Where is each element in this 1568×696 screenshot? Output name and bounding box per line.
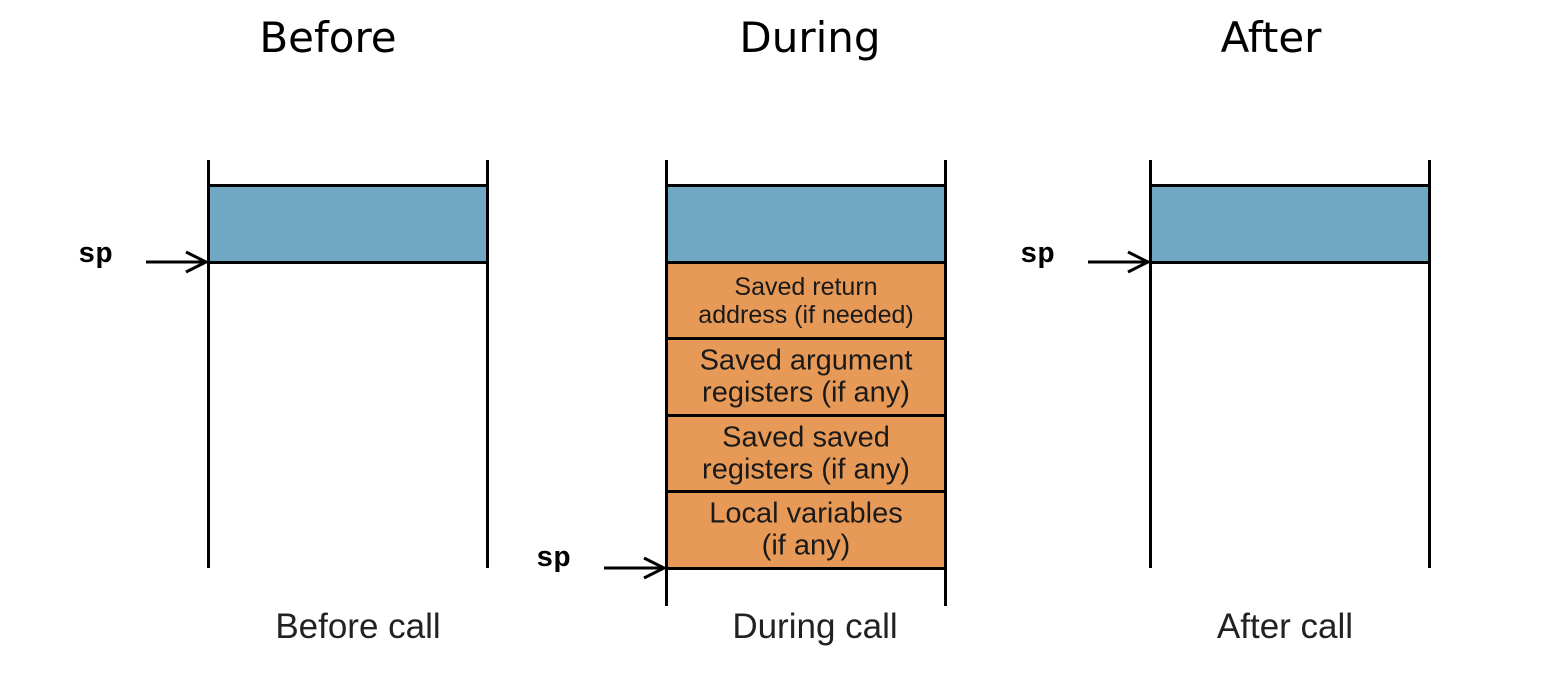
caller-frame	[1149, 184, 1431, 264]
frame-saved-argument-registers: Saved argument registers (if any)	[665, 337, 947, 417]
stack-left-wall	[1149, 160, 1152, 568]
stack-right-wall	[1428, 160, 1431, 568]
frame-saved-return-address: Saved return address (if needed)	[665, 261, 947, 340]
stack-left-wall	[207, 160, 210, 568]
sp-label: sp	[536, 542, 571, 575]
stack-right-wall	[486, 160, 489, 568]
caller-frame	[665, 184, 947, 264]
heading-during: During	[739, 13, 881, 62]
sp-label: sp	[78, 238, 113, 271]
caption-after-call: After call	[1216, 607, 1354, 646]
caption-during-call: During call	[732, 607, 898, 646]
frame-local-variables: Local variables (if any)	[665, 490, 947, 570]
heading-before: Before	[259, 13, 397, 62]
caller-frame	[207, 184, 489, 264]
frame-saved-saved-registers: Saved saved registers (if any)	[665, 414, 947, 493]
frame-label-line: registers (if any)	[702, 453, 910, 486]
frame-label-line: (if any)	[761, 530, 851, 562]
sp-arrow	[1088, 250, 1152, 274]
sp-label: sp	[1020, 238, 1055, 271]
sp-arrow	[146, 250, 210, 274]
frame-label-line: Saved saved	[722, 421, 890, 454]
frame-label-line: address (if needed)	[698, 300, 914, 329]
frame-label-line: registers (if any)	[702, 377, 910, 409]
sp-arrow	[604, 556, 668, 580]
frame-label-line: Local variables	[709, 497, 903, 530]
frame-label-line: Saved return	[734, 272, 878, 301]
frame-label-line: Saved argument	[699, 344, 913, 377]
heading-after: After	[1220, 13, 1322, 62]
caption-before-call: Before call	[275, 607, 441, 646]
